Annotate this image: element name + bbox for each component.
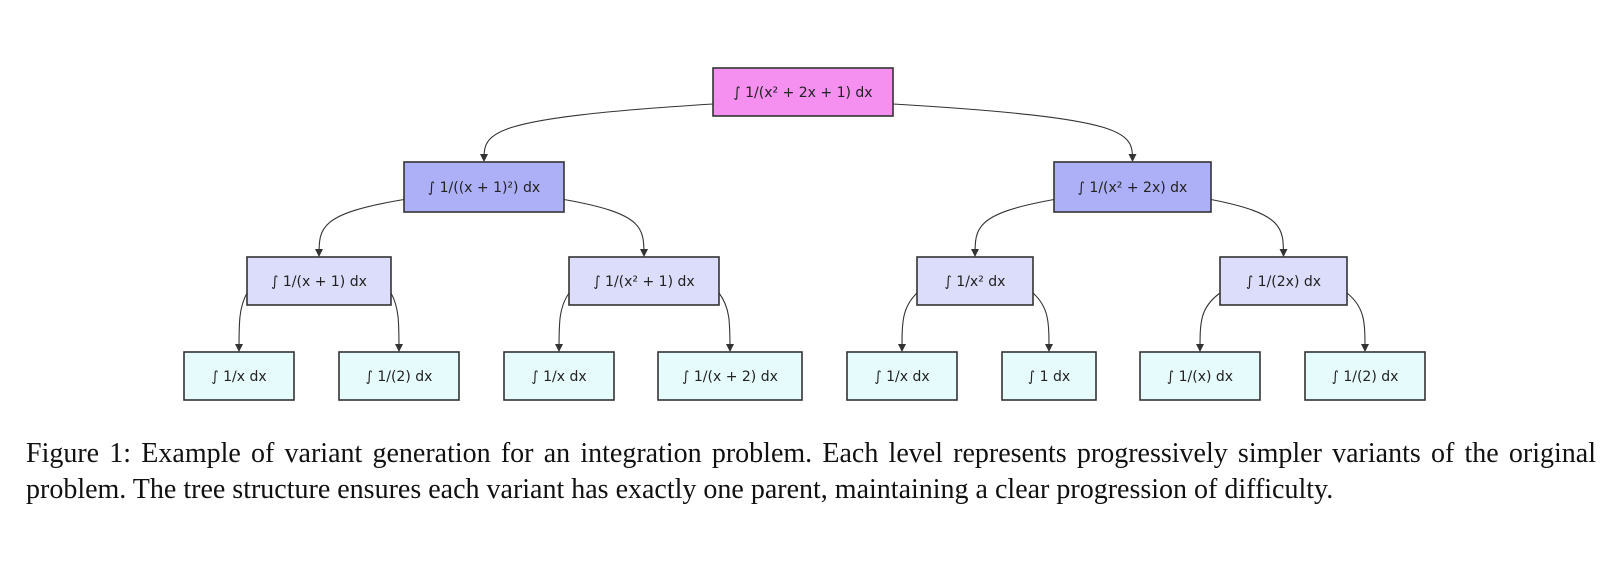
node-a1b: ∫ 1/(2) dx <box>338 351 460 401</box>
node-label: ∫ 1/((x + 1)²) dx <box>428 180 540 196</box>
edge-a2-to-a2a <box>555 292 570 352</box>
node-box <box>246 256 392 306</box>
edge-a1-to-a1b <box>390 292 403 352</box>
node-box <box>1219 256 1348 306</box>
node-label: ∫ 1 dx <box>1028 369 1070 385</box>
node-b1: ∫ 1/x² dx <box>916 256 1034 306</box>
node-label: ∫ 1/(2x) dx <box>1246 274 1321 290</box>
edge-b1-to-b1a <box>898 292 918 352</box>
edge-a-to-a2 <box>563 198 648 257</box>
node-label: ∫ 1/x dx <box>874 369 929 385</box>
node-a2a: ∫ 1/x dx <box>503 351 615 401</box>
figure-caption: Figure 1: Example of variant generation … <box>26 438 1596 505</box>
node-label: ∫ 1/(2) dx <box>366 369 433 385</box>
edge-a-to-a1 <box>315 198 405 257</box>
tree-nodes: ∫ 1/(x² + 2x + 1) dx ∫ 1/((x + 1)²) dx ∫ 1… <box>183 67 1426 401</box>
node-root: ∫ 1/(x² + 2x + 1) dx <box>712 67 894 117</box>
node-label: ∫ 1/x² dx <box>945 274 1006 290</box>
variant-tree-diagram: ∫ 1/(x² + 2x + 1) dx ∫ 1/((x + 1)²) dx ∫ 1… <box>183 67 1426 401</box>
node-box <box>916 256 1034 306</box>
edge-b-to-b2 <box>1210 198 1288 257</box>
node-box <box>338 351 460 401</box>
node-box <box>503 351 615 401</box>
node-box <box>1001 351 1097 401</box>
node-label: ∫ 1/(x² + 1) dx <box>593 274 694 290</box>
node-a1a: ∫ 1/x dx <box>183 351 295 401</box>
node-a: ∫ 1/((x + 1)²) dx <box>403 161 565 213</box>
node-label: ∫ 1/(x² + 2x) dx <box>1078 180 1188 196</box>
node-a2: ∫ 1/(x² + 1) dx <box>568 256 720 306</box>
node-box <box>712 67 894 117</box>
edge-root-to-a <box>480 103 714 162</box>
node-box <box>657 351 803 401</box>
edge-root-to-b <box>892 103 1137 162</box>
node-box <box>1053 161 1212 213</box>
edge-b-to-b1 <box>971 198 1055 257</box>
node-box <box>403 161 565 213</box>
node-label: ∫ 1/(x² + 2x + 1) dx <box>733 85 872 101</box>
node-label: ∫ 1/(x + 1) dx <box>271 274 367 290</box>
node-b1a: ∫ 1/x dx <box>846 351 958 401</box>
edge-b1-to-b1b <box>1032 292 1053 352</box>
node-box <box>1304 351 1426 401</box>
edge-a1-to-a1a <box>235 292 248 352</box>
node-box <box>846 351 958 401</box>
node-box <box>183 351 295 401</box>
node-label: ∫ 1/x dx <box>211 369 266 385</box>
edge-b2-to-b2a <box>1196 292 1221 352</box>
node-label: ∫ 1/(x + 2) dx <box>682 369 778 385</box>
node-a2b: ∫ 1/(x + 2) dx <box>657 351 803 401</box>
edge-a2-to-a2b <box>718 292 734 352</box>
node-b1b: ∫ 1 dx <box>1001 351 1097 401</box>
node-box <box>1139 351 1261 401</box>
node-b2a: ∫ 1/(x) dx <box>1139 351 1261 401</box>
node-label: ∫ 1/(x) dx <box>1167 369 1233 385</box>
tree-edges <box>235 103 1369 352</box>
edge-b2-to-b2b <box>1346 292 1369 352</box>
node-a1: ∫ 1/(x + 1) dx <box>246 256 392 306</box>
node-b: ∫ 1/(x² + 2x) dx <box>1053 161 1212 213</box>
node-b2b: ∫ 1/(2) dx <box>1304 351 1426 401</box>
node-box <box>568 256 720 306</box>
node-b2: ∫ 1/(2x) dx <box>1219 256 1348 306</box>
node-label: ∫ 1/(2) dx <box>1332 369 1399 385</box>
node-label: ∫ 1/x dx <box>531 369 586 385</box>
